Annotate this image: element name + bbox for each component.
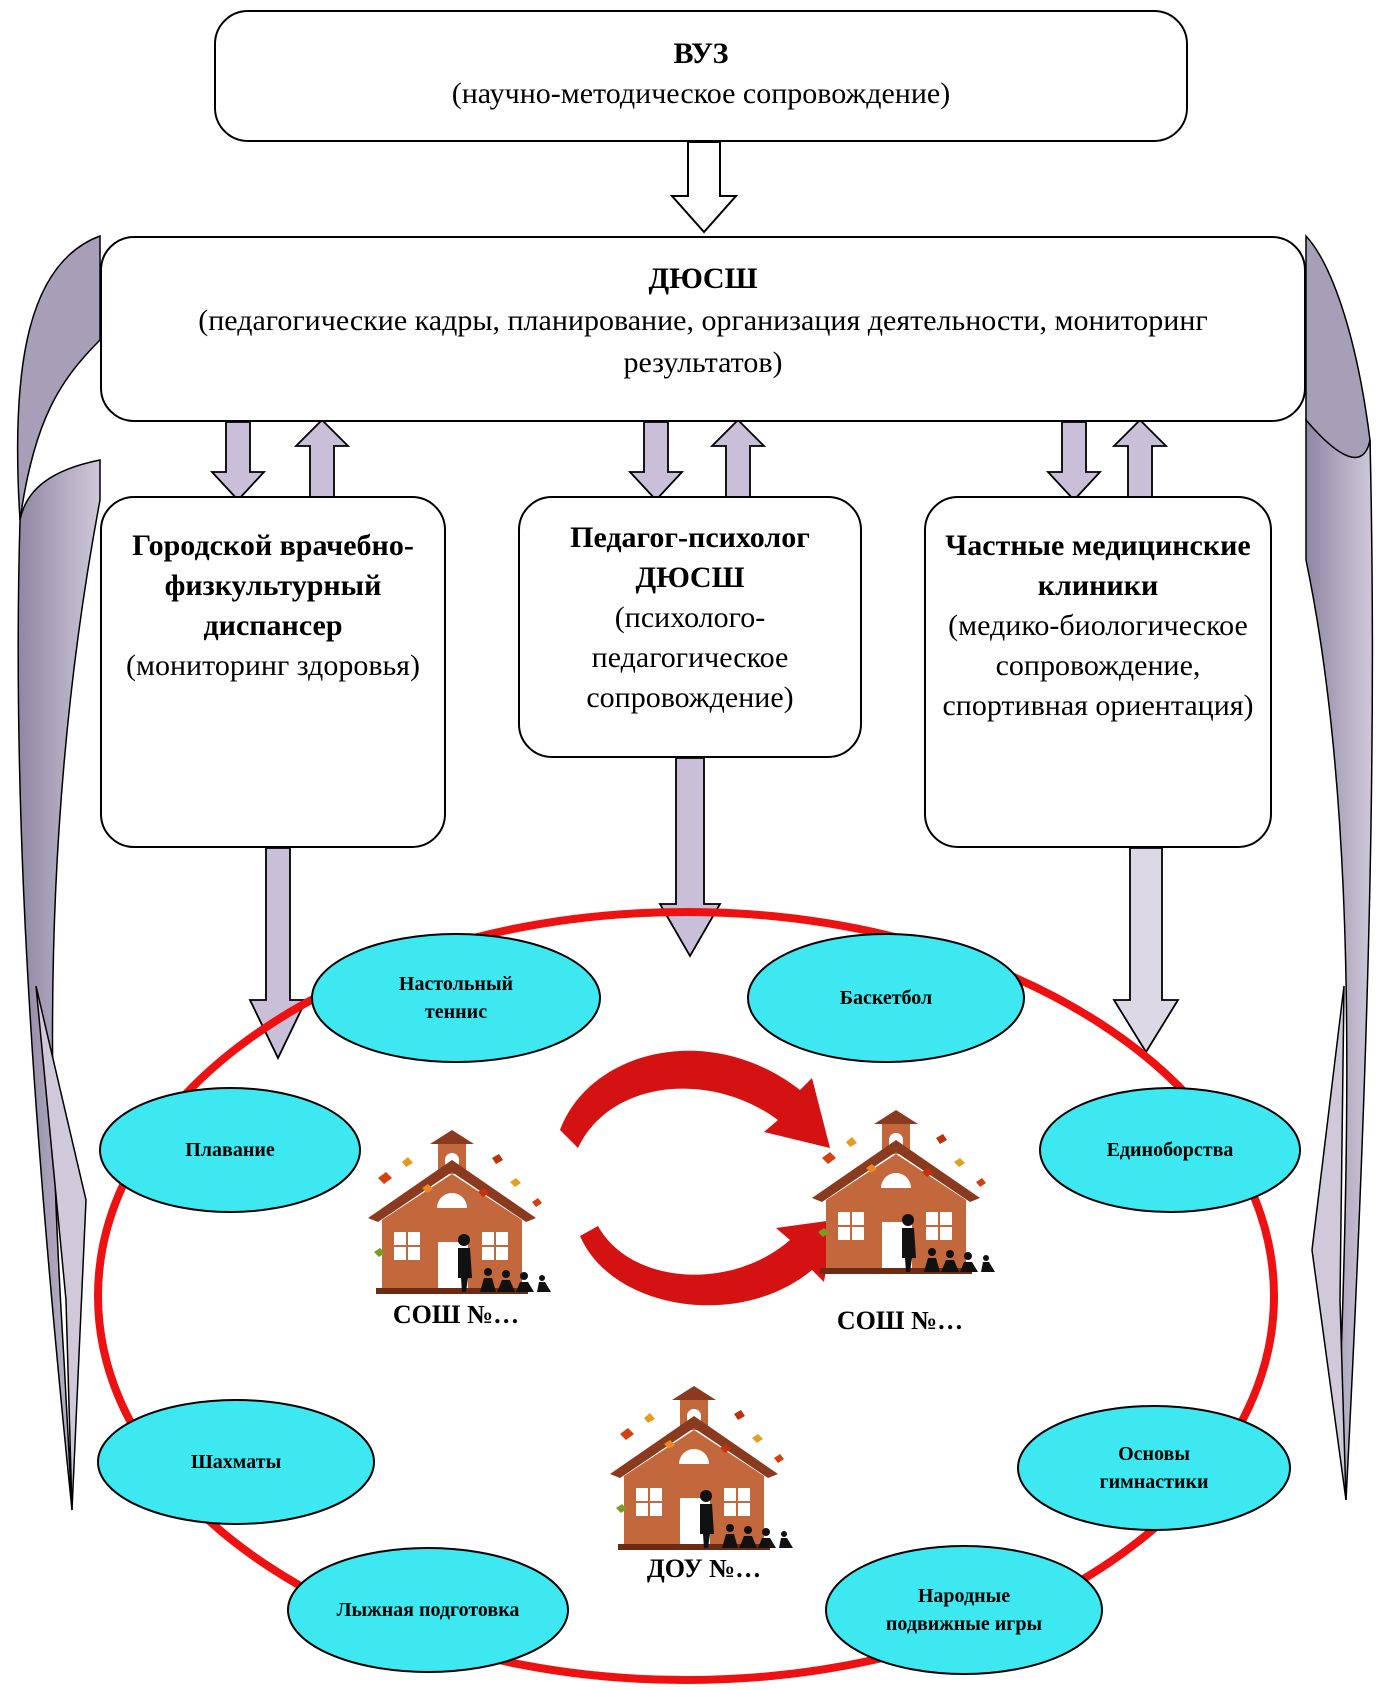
sport-gymnastics: Основы гимнастики (1099, 1443, 1209, 1493)
sport-chess: Шахматы (190, 1451, 282, 1473)
clinics-subtitle: (медико-биологическое сопровождение, спо… (942, 609, 1254, 722)
dispensary-title: Городской врачебно-физкультурный диспанс… (132, 529, 414, 642)
vuz-box: ВУЗ (научно-методическое сопровождение) (214, 10, 1188, 142)
dispensary-subtitle: (мониторинг здоровья) (126, 649, 420, 682)
dush-title: ДЮСШ (648, 262, 758, 295)
sport-folk-games: Народные подвижные игры (885, 1585, 1043, 1635)
sport-martial-arts: Единоборства (1106, 1139, 1234, 1161)
psychologist-title: Педагог-психолог ДЮСШ (570, 521, 810, 594)
sport-skiing: Лыжная подготовка (336, 1599, 520, 1621)
dush-box: ДЮСШ (педагогические кадры, планирование… (100, 236, 1306, 422)
dispensary-box: Городской врачебно-физкультурный диспанс… (100, 496, 446, 848)
vuz-subtitle: (научно-методическое сопровождение) (451, 77, 951, 110)
sport-basketball: Баскетбол (839, 987, 933, 1009)
school-label-right: СОШ №… (836, 1306, 964, 1335)
sport-table-tennis: Настольный теннис (398, 973, 514, 1023)
school-house-icon (367, 1129, 552, 1295)
psychologist-subtitle: (психолого-педагогическое сопровождение) (586, 601, 794, 714)
cycle-arrows-icon (560, 1050, 834, 1306)
dush-subtitle: (педагогические кадры, планирование, орг… (198, 304, 1208, 379)
school-label-bottom: ДОУ №… (646, 1554, 762, 1583)
vuz-title: ВУЗ (673, 37, 729, 70)
clinics-title: Частные медицинские клиники (945, 529, 1251, 602)
psychologist-box: Педагог-психолог ДЮСШ (психолого-педагог… (518, 496, 862, 758)
sport-swimming: Плавание (185, 1139, 275, 1161)
school-house-icon (811, 1109, 996, 1275)
school-house-icon (609, 1385, 794, 1551)
school-label-left: СОШ №… (392, 1300, 520, 1329)
clinics-box: Частные медицинские клиники (медико-биол… (924, 496, 1272, 848)
